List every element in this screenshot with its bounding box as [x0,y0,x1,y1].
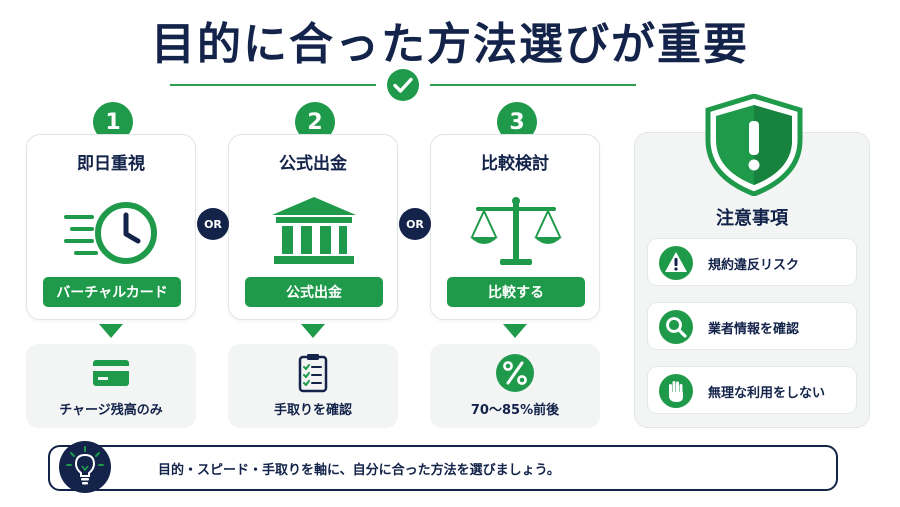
bank-building-icon [272,197,356,264]
lightbulb-icon [59,441,111,493]
check-circle-icon [387,69,419,101]
result-text: 手取りを確認 [273,403,352,418]
step-pill: 比較する [447,277,585,307]
result-text: チャージ残高のみ [59,403,163,418]
magnifier-icon [659,310,693,344]
step-title: 比較検討 [481,154,549,174]
footer-text: 目的・スピード・手取りを軸に、自分に合った方法を選びましょう。 [158,462,560,478]
caution-item-rule-risk: 規約違反リスク [647,238,857,286]
title-divider-right [430,84,636,86]
caution-item-text: 業者情報を確認 [708,321,800,337]
caution-item-check-vendor: 業者情報を確認 [647,302,857,350]
result-card-balance: チャージ残高のみ [26,344,196,428]
caution-item-text: 規約違反リスク [708,257,800,273]
result-card-rate: 70〜85%前後 [430,344,600,428]
step-card-speed: 即日重視 バーチャルカード [26,134,196,320]
page-title: 目的に合った方法選びが重要 [151,19,749,70]
result-card-net: 手取りを確認 [228,344,398,428]
caution-item-no-overuse: 無理な利用をしない [647,366,857,414]
caution-item-text: 無理な利用をしない [708,385,826,401]
step-card-official: 公式出金 公式出金 [228,134,398,320]
step-title: 公式出金 [279,154,347,174]
title-divider-left [170,84,376,86]
step-title: 即日重視 [77,154,145,174]
down-arrow-icon [99,324,123,338]
clipboard-checklist-icon [298,354,328,393]
step-pill: 公式出金 [245,277,383,307]
step-pill: バーチャルカード [43,277,181,307]
percent-icon [496,354,534,392]
clock-speed-icon [64,202,157,264]
balance-scale-icon [470,197,562,265]
or-badge: OR [197,208,229,240]
stop-hand-icon [659,374,693,408]
down-arrow-icon [503,324,527,338]
footer-banner [48,445,838,491]
caution-title: 注意事項 [716,208,788,229]
step-card-compare: 比較検討 比較する [430,134,600,320]
or-badge: OR [399,208,431,240]
warning-triangle-icon [659,246,693,280]
shield-exclamation-icon [705,94,803,196]
credit-card-icon [93,360,129,386]
result-text: 70〜85%前後 [470,403,560,418]
down-arrow-icon [301,324,325,338]
